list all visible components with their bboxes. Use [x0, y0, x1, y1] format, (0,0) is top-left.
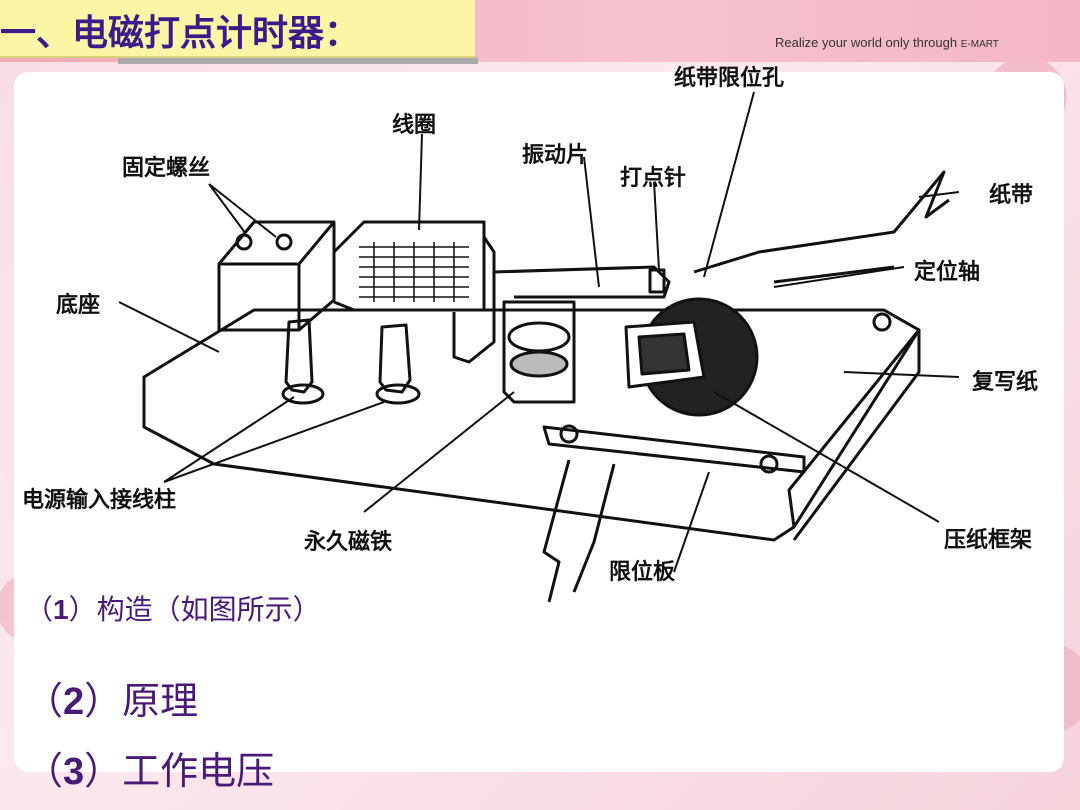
label-limit-plate: 限位板: [609, 559, 676, 585]
timer-diagram: [118, 91, 960, 603]
paper-tape: [693, 170, 950, 284]
base-plate: [142, 308, 921, 542]
brand-text: E-MART: [960, 39, 999, 50]
coil: [332, 220, 486, 312]
magnet: [502, 300, 576, 404]
vibrating-piece: [493, 265, 671, 299]
item-3: （3）工作电压: [25, 749, 275, 793]
tagline-text: Realize your world only through: [775, 35, 958, 50]
item-2-text: 原理: [122, 679, 199, 723]
bracket: [452, 236, 496, 364]
label-terminals: 电源输入接线柱: [22, 487, 177, 513]
item-3-num: 3: [63, 751, 85, 793]
label-magnet: 永久磁铁: [304, 529, 393, 555]
label-vibrator: 振动片: [522, 142, 589, 168]
label-coil: 线圈: [392, 112, 437, 138]
item-1-num: 1: [53, 594, 69, 625]
tagline: Realize your world only through E-MART: [775, 35, 999, 50]
title-underline: [118, 58, 478, 64]
item-3-text: 工作电压: [122, 749, 275, 793]
title-box: 一、电磁打点计时器：: [0, 0, 475, 58]
terminal-right: [378, 323, 412, 394]
item-2-num: 2: [63, 681, 85, 723]
content-panel: 纸带限位孔 线圈 固定螺丝 振动片 打点针 纸带 定位轴 底座 复写纸 电源输入…: [14, 65, 1064, 772]
label-needle: 打点针: [620, 165, 687, 191]
limit-plate: [542, 425, 806, 474]
label-frame: 压纸框架: [944, 527, 1033, 553]
item-2: （2）原理: [25, 679, 199, 723]
label-axis: 定位轴: [914, 259, 981, 285]
item-1-text: 构造（如图所示）: [96, 593, 321, 626]
label-paper-hole: 纸带限位孔: [674, 65, 785, 91]
terminal-left: [284, 318, 314, 394]
label-carbon: 复写纸: [972, 369, 1039, 395]
label-screws: 固定螺丝: [122, 155, 211, 181]
item-1: （1）构造（如图所示）: [25, 593, 321, 626]
label-tape: 纸带: [989, 182, 1034, 208]
fixed-block: [217, 220, 336, 332]
label-base: 底座: [56, 292, 101, 318]
slide-title: 一、电磁打点计时器：: [0, 12, 361, 54]
